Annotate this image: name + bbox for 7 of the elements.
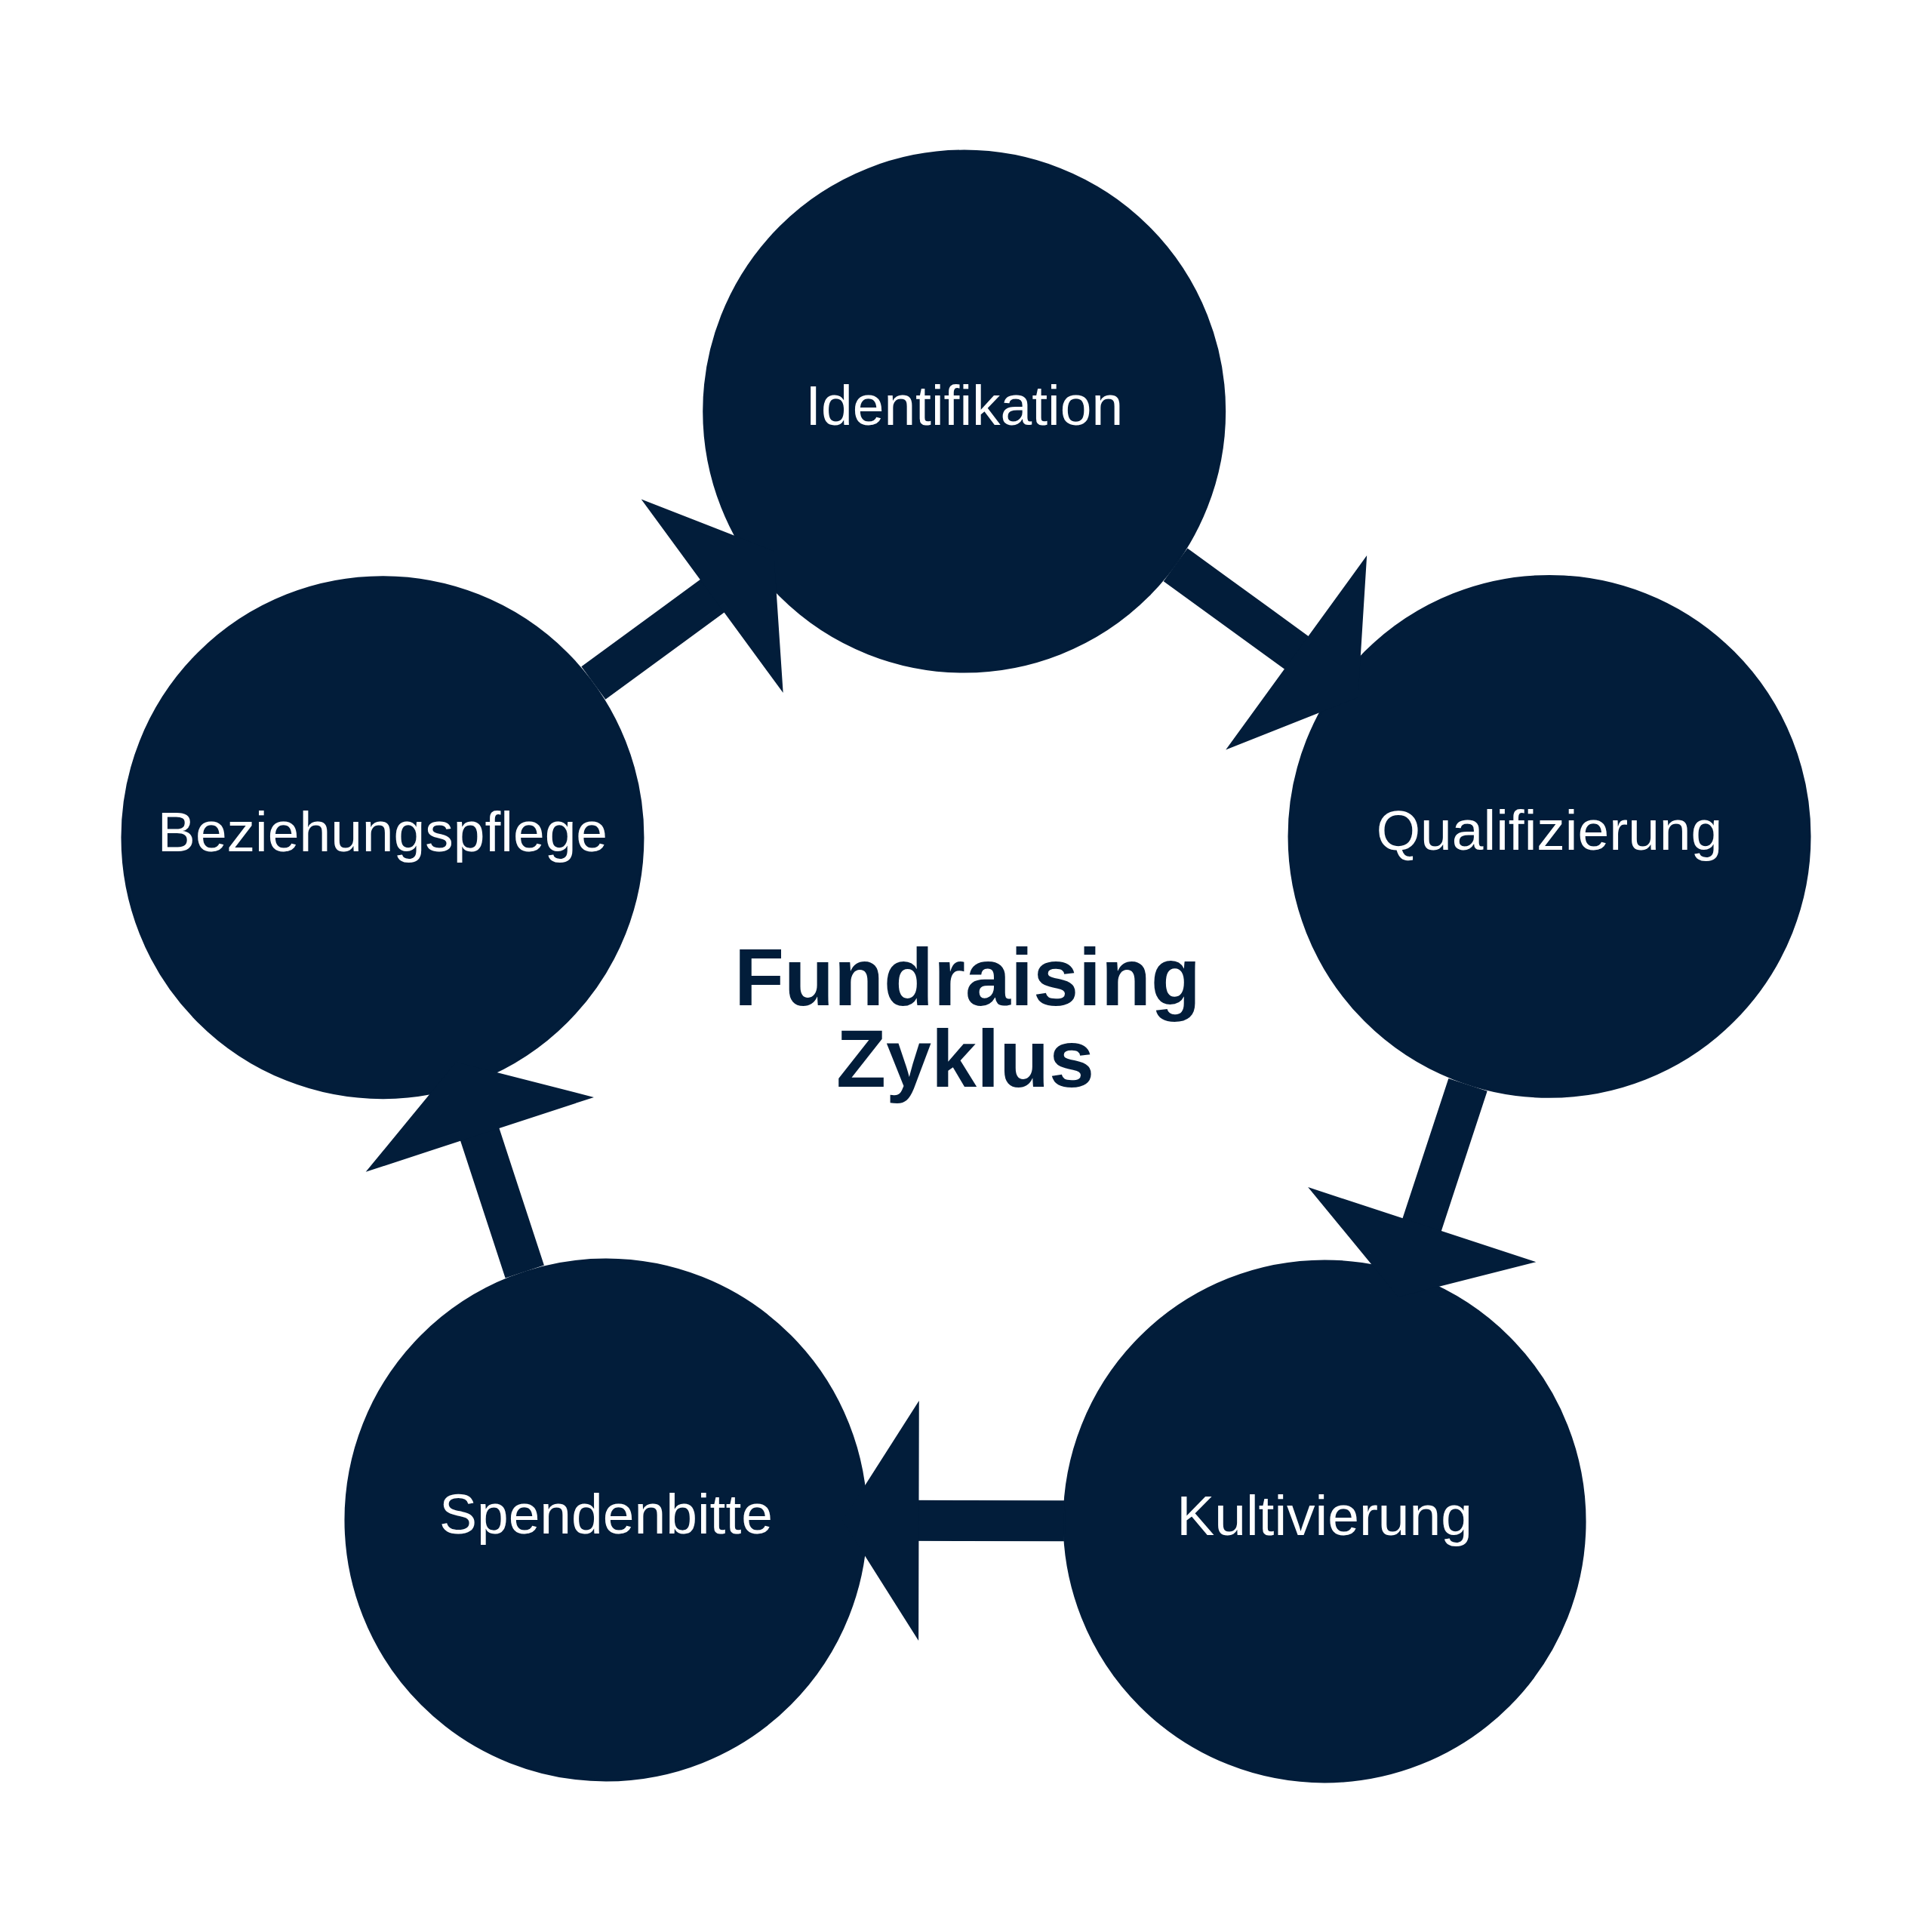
label: Fundraising Zyklus [734, 931, 1201, 1104]
node-circle: Kultivierung [1063, 1260, 1586, 1783]
node-circle: Identifikation [703, 149, 1226, 672]
arrow [581, 498, 783, 700]
node-circle: Qualifizierung [1287, 574, 1811, 1098]
node-circle: Beziehungspflege [121, 575, 645, 1099]
arrow [1163, 548, 1367, 749]
